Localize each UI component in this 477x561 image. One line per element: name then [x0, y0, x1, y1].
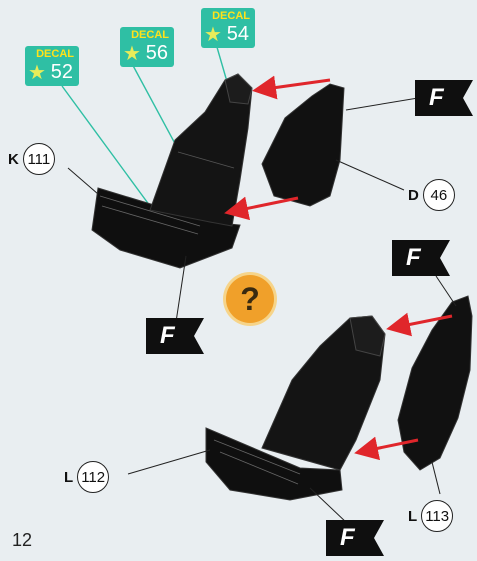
seat-back-panel-lower: [398, 296, 472, 470]
assembly-arrow-1: [258, 80, 330, 90]
star-icon: ★: [28, 60, 46, 85]
part-number: 111: [23, 143, 55, 175]
flag-label: F: [406, 244, 421, 272]
f-flag-icon: F: [392, 240, 450, 276]
part-callout-d46: D 46: [408, 179, 455, 211]
f-flag-icon: F: [415, 80, 473, 116]
leader-d46: [336, 160, 404, 190]
f-flag-icon: F: [146, 318, 204, 354]
part-letter: L: [408, 508, 417, 525]
leader-l113: [432, 462, 440, 494]
seat-back-panel-upper: [262, 84, 344, 206]
seat-lower: [206, 316, 385, 500]
leader-k111: [68, 168, 98, 194]
part-callout-l113: L 113: [408, 500, 453, 532]
decal-number: 52: [51, 61, 73, 84]
decal-number: 54: [227, 23, 249, 46]
leader-flag-3: [436, 276, 456, 306]
decal-sticker-52: ★ DECAL 52: [25, 46, 79, 86]
flag-label: F: [429, 84, 444, 112]
assembly-arrow-2: [230, 198, 298, 212]
page-number: 12: [12, 530, 32, 551]
decal-sticker-56: ★ DECAL 56: [120, 27, 174, 67]
flag-label: F: [340, 524, 355, 552]
part-letter: K: [8, 151, 19, 168]
decal-number: 56: [146, 42, 168, 65]
decal-word: DECAL: [131, 29, 169, 41]
decal-word: DECAL: [212, 10, 250, 22]
part-number: 112: [77, 461, 109, 493]
decal-word: DECAL: [36, 48, 74, 60]
star-icon: ★: [123, 41, 141, 66]
f-flag-icon: F: [326, 520, 384, 556]
leader-l112: [128, 450, 210, 474]
question-mark-icon[interactable]: ?: [226, 275, 274, 323]
decal-leader-52: [62, 86, 150, 206]
seat-upper: [92, 74, 252, 268]
leader-flag-4: [310, 488, 348, 524]
part-callout-k111: K 111: [8, 143, 55, 175]
leader-flag-1: [346, 98, 418, 110]
part-number: 46: [423, 179, 455, 211]
flag-label: F: [160, 322, 175, 350]
part-number: 113: [421, 500, 453, 532]
part-callout-l112: L 112: [64, 461, 109, 493]
part-letter: L: [64, 469, 73, 486]
part-letter: D: [408, 187, 419, 204]
star-icon: ★: [204, 22, 222, 47]
decal-sticker-54: ★ DECAL 54: [201, 8, 255, 48]
